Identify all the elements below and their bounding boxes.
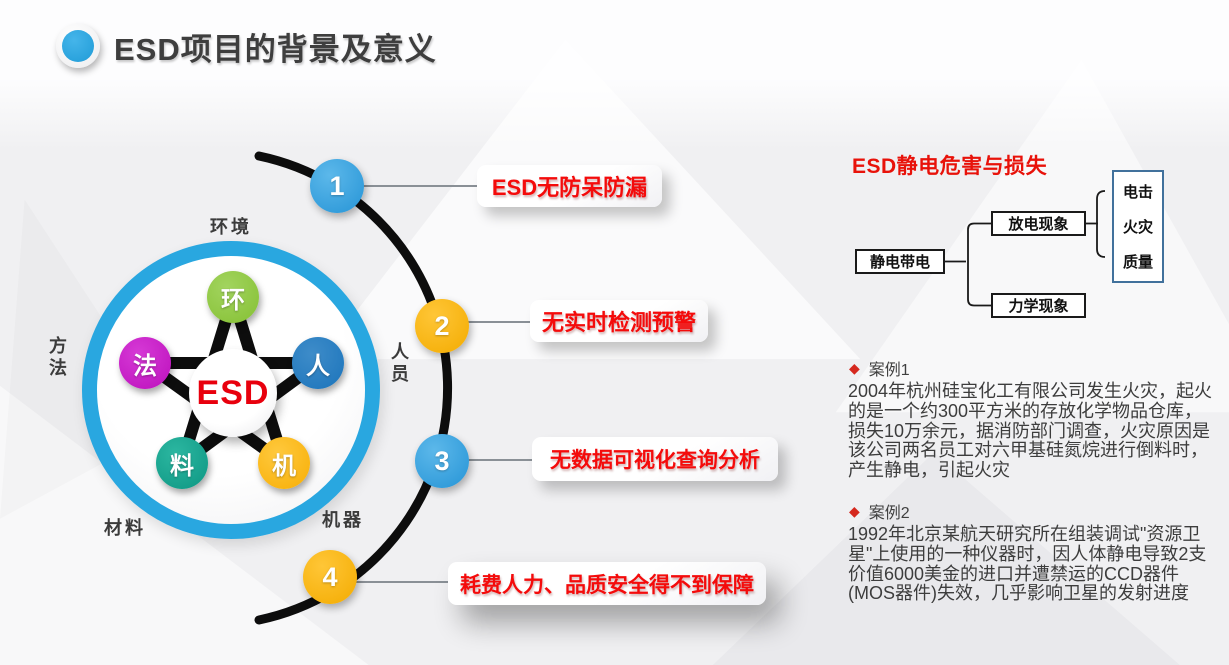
title-bullet-icon <box>56 24 100 68</box>
flow-branch-bracket <box>967 222 991 307</box>
star-node-man: 人 <box>292 337 344 389</box>
diamond-bullet-icon: ◆ <box>849 503 860 519</box>
right-panel-heading: ESD静电危害与损失 <box>852 155 1048 178</box>
pain-point-4-callout: 耗费人力、品质安全得不到保障 <box>448 562 766 605</box>
outer-label-method: 方法 <box>47 336 67 380</box>
case-1-body: 2004年杭州硅宝化工有限公司发生火灾，起火的是一个约300平方米的存放化学物品… <box>848 381 1213 481</box>
flow-box-effects: 电击 火灾 质量 <box>1112 170 1164 283</box>
flow-effect-quality: 质量 <box>1122 254 1153 271</box>
case-2-body: 1992年北京某航天研究所在组装调试"资源卫星"上使用的一种仪器时，因人体静电导… <box>848 524 1207 604</box>
pain-point-2-circle: 2 <box>415 299 469 353</box>
outer-label-environment: 环境 <box>210 217 252 237</box>
pain-point-3-callout: 无数据可视化查询分析 <box>532 437 778 481</box>
page-title: ESD项目的背景及意义 <box>114 32 437 67</box>
pain-point-1-callout: ESD无防呆防漏 <box>477 165 662 207</box>
pain-point-4-circle: 4 <box>303 550 357 604</box>
case-1-header: ◆ 案例1 <box>849 356 910 380</box>
star-node-material: 料 <box>156 437 208 489</box>
star-node-machine: 机 <box>258 437 310 489</box>
star-node-environment: 环 <box>207 271 259 323</box>
pain-point-2-callout: 无实时检测预警 <box>530 300 708 342</box>
title-bullet-inner-icon <box>62 30 94 62</box>
flow-effect-shock: 电击 <box>1122 184 1153 201</box>
case-2-title: 案例2 <box>868 505 910 522</box>
flow-box-mechanical: 力学现象 <box>991 293 1086 318</box>
star-center-label: ESD <box>189 349 277 437</box>
flow-box-discharge: 放电现象 <box>991 211 1086 236</box>
flow-box-static-charge: 静电带电 <box>855 249 945 274</box>
pain-point-1-circle: 1 <box>310 159 364 213</box>
case-2-header: ◆ 案例2 <box>849 499 910 523</box>
case-1-title: 案例1 <box>868 362 910 379</box>
flow-effects-bracket <box>1096 190 1106 258</box>
pain-point-3-circle: 3 <box>415 434 469 488</box>
diamond-bullet-icon: ◆ <box>849 360 860 376</box>
flow-effect-fire: 火灾 <box>1122 219 1153 236</box>
star-node-method: 法 <box>119 337 171 389</box>
